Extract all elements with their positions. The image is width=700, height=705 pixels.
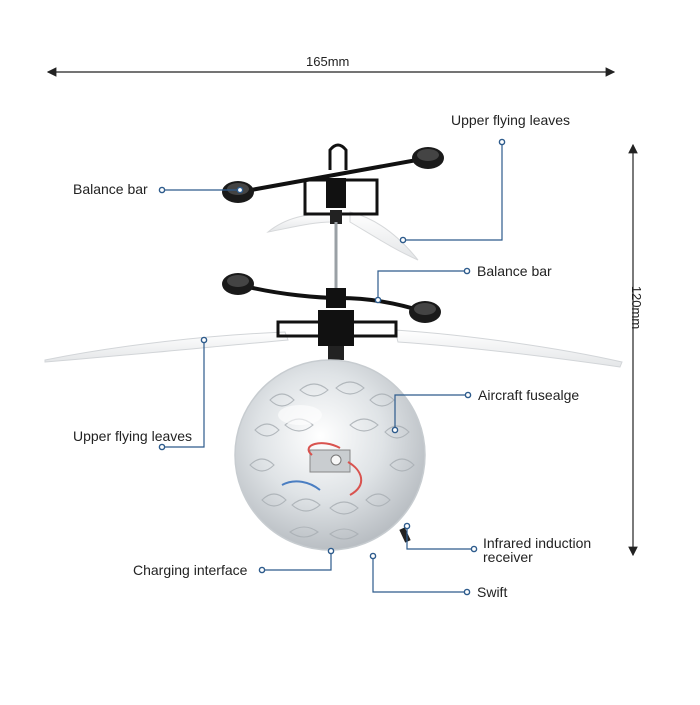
- label-upper-flying-leaves-left: Upper flying leaves: [73, 428, 193, 444]
- label-balance-bar-upper: Balance bar: [73, 181, 148, 197]
- leader-dots: [158, 138, 506, 596]
- upper-balance-bar: [222, 143, 444, 224]
- upper-flying-leaves: [266, 211, 419, 261]
- lower-balance-bar: [222, 273, 441, 323]
- leader-lines: [162, 142, 503, 593]
- label-infrared-line2: receiver: [483, 549, 533, 565]
- label-swift: Swift: [477, 584, 508, 600]
- width-dimension-label: 165mm: [306, 54, 350, 69]
- rotor-hub: [276, 310, 398, 360]
- lower-flying-leaves: [44, 329, 623, 368]
- height-dimension-label: 120mm: [629, 285, 645, 330]
- label-infrared-line1: Infrared induction: [483, 535, 592, 551]
- label-upper-flying-leaves-top: Upper flying leaves: [451, 112, 571, 128]
- internal-circuit: [281, 442, 362, 496]
- infrared-sensor: [399, 527, 411, 543]
- label-charging-interface: Charging interface: [133, 562, 248, 578]
- label-balance-bar-lower: Balance bar: [477, 263, 552, 279]
- label-aircraft-fuselage: Aircraft fusealge: [478, 387, 580, 403]
- aircraft-fuselage-ball: [234, 359, 426, 551]
